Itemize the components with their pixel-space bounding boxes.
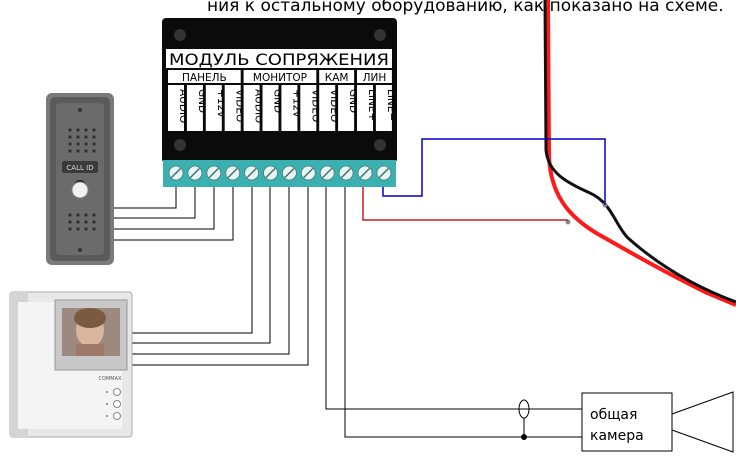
pin-label: LINE−: [385, 89, 397, 121]
camera-wires: [325, 187, 582, 440]
monitor-wires: [132, 187, 309, 366]
pin-label: AUDIO: [253, 89, 265, 123]
pin-label: AUDIO: [177, 89, 189, 123]
phone-line-black-wire: [543, 0, 736, 304]
pin-label-box: [357, 85, 373, 131]
wire-panel-gnd: [113, 187, 196, 219]
pin-label-box: [262, 85, 279, 131]
terminal-screws: [168, 165, 392, 181]
pin-label-box: [205, 85, 222, 131]
screw-slot: [378, 168, 389, 178]
indoor-monitor: COMMAX: [9, 291, 133, 438]
group-label-box: [357, 70, 392, 83]
pin-label-box: [224, 85, 241, 131]
pin-label-box: [186, 85, 203, 131]
pin-label-box: [319, 85, 336, 131]
wire-camera-video: [325, 187, 582, 410]
pin-label-box: [243, 85, 260, 131]
door-panel-brand: CALL ID: [66, 164, 93, 172]
pin-label: VIDEO: [328, 89, 340, 122]
wire-monitor-gnd: [132, 187, 271, 344]
pin-label: VIDEO: [234, 89, 246, 122]
pin-label: +12v: [290, 89, 302, 117]
speaker-grille: [68, 128, 96, 153]
pin-label-box: [281, 85, 298, 131]
pin-label-box: [300, 85, 317, 131]
screw-slot: [360, 168, 370, 178]
pin-labels: AUDIO GND +12v VIDEO AUDIO GND +12v VIDEO VIDEO G…: [168, 85, 397, 131]
monitor-button: [113, 412, 121, 420]
group-label-box: [243, 70, 317, 83]
phone-line-red-wire: [546, 0, 736, 307]
line-minus-wire: [362, 180, 568, 221]
camera-lens: [671, 391, 734, 453]
common-camera: общая камера: [581, 391, 734, 453]
pin-label: GND: [196, 89, 208, 113]
wire-panel-video: [113, 187, 234, 241]
camera-label-line1: общая: [590, 407, 637, 423]
module-title: МОДУЛЬ СОПРЯЖЕНИЯ: [169, 50, 389, 69]
screw-slot: [284, 168, 295, 178]
monitor-brand: COMMAX: [99, 376, 122, 382]
pin-label: GND: [272, 89, 284, 113]
pin-label: +12v: [215, 89, 227, 117]
wire-monitor-audio: [132, 187, 253, 334]
header-text: ния к остальному оборудованию, как показ…: [207, 0, 724, 16]
wire-camera-gnd: [344, 187, 582, 438]
group-labels: ПАНЕЛЬ МОНИТОР КАМ ЛИН: [168, 70, 392, 84]
pin-label: LINE+: [366, 89, 378, 121]
pin-label-box: [168, 85, 184, 131]
group-label: ЛИН: [363, 72, 387, 84]
phone-line-cable: [543, 0, 736, 307]
mounting-hole: [174, 29, 186, 41]
group-label-box: [168, 70, 241, 83]
interface-module: МОДУЛЬ СОПРЯЖЕНИЯ ПАНЕЛЬ МОНИТОР КАМ ЛИН AU…: [162, 18, 397, 187]
screw-slot: [227, 168, 238, 178]
screw-slot: [246, 168, 257, 178]
screw-slot: [303, 168, 314, 178]
monitor-button: [113, 400, 121, 408]
wire-monitor-video: [132, 187, 309, 366]
door-call-panel: CALL ID: [46, 93, 114, 265]
mounting-hole: [374, 139, 386, 151]
mounting-hole: [174, 139, 186, 151]
camera-body: [581, 392, 673, 452]
screw-slot: [265, 168, 276, 178]
pin-label: VIDEO: [309, 89, 321, 122]
monitor-button: [113, 388, 121, 396]
group-label: КАМ: [325, 72, 349, 84]
screw-slot: [189, 168, 200, 178]
group-label: МОНИТОР: [253, 72, 307, 84]
screw-slot: [208, 168, 219, 178]
mic-grille: [68, 213, 96, 231]
wire-panel-12v: [113, 187, 215, 230]
mounting-hole: [374, 29, 386, 41]
camera-label-line2: камера: [590, 428, 644, 444]
screw-slot: [171, 168, 181, 178]
module-title-box: [166, 49, 392, 68]
screw-slot: [341, 168, 352, 178]
pin-label: GND: [347, 89, 359, 113]
junction-dot: [521, 434, 527, 440]
group-label-box: [319, 70, 355, 83]
screw-slot: [322, 168, 333, 178]
wire-monitor-12v: [132, 187, 290, 355]
wire-panel-audio: [113, 187, 177, 209]
pin-label-box: [375, 85, 392, 131]
door-panel-wires: [113, 187, 234, 241]
group-label: ПАНЕЛЬ: [182, 72, 227, 84]
call-button: [71, 181, 89, 199]
pin-label-box: [338, 85, 355, 131]
line-plus-wire: [382, 138, 606, 205]
